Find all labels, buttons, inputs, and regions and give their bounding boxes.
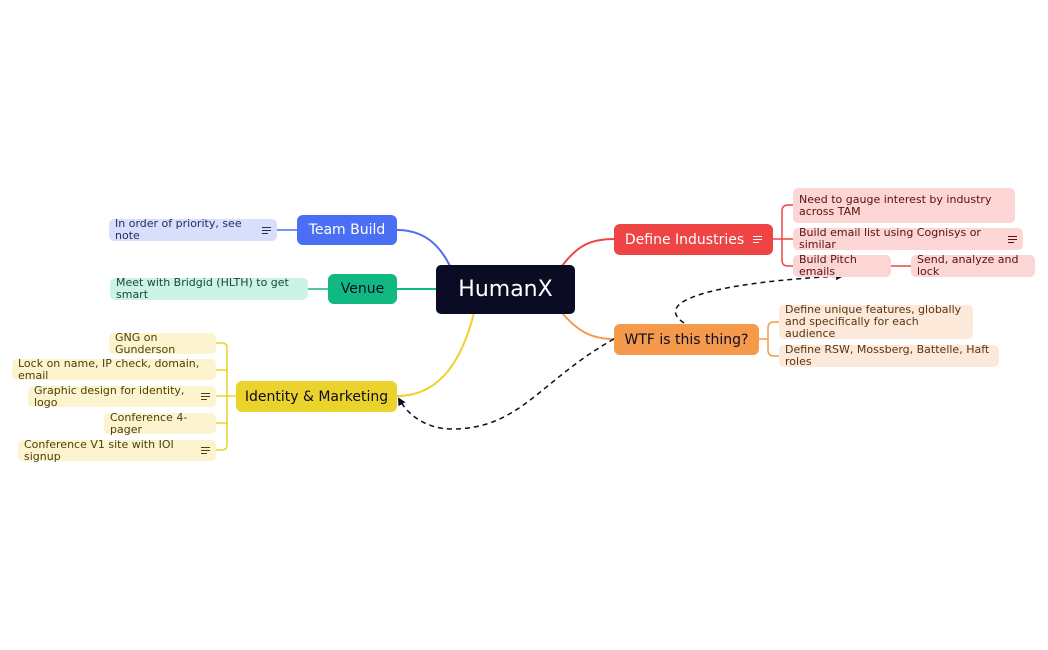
subtopic-build-email-list[interactable]: Build email list using Cognisys or simil… bbox=[793, 226, 1023, 251]
topic-venue-label: Venue bbox=[340, 281, 385, 297]
topic-wtf[interactable]: WTF is this thing? bbox=[614, 324, 759, 355]
subtopic-define-unique-features-label: Define unique features, globally and spe… bbox=[785, 303, 962, 340]
link-industries-leaves bbox=[773, 204, 911, 267]
subtopic-lock-on-name[interactable]: Lock on name, IP check, domain, email bbox=[12, 356, 216, 382]
note-icon[interactable] bbox=[201, 447, 210, 454]
subtopic-graphic-design-label: Graphic design for identity, logo bbox=[34, 383, 185, 409]
topic-identity-marketing-label: Identity & Marketing bbox=[244, 388, 389, 405]
subtopic-gauge-interest-label: Need to gauge interest by industry acros… bbox=[799, 192, 992, 218]
subtopic-conference-v1-site[interactable]: Conference V1 site with IOI signup bbox=[18, 437, 216, 463]
link-team-build bbox=[396, 229, 451, 267]
note-icon[interactable] bbox=[753, 236, 763, 243]
topic-identity-marketing[interactable]: Identity & Marketing bbox=[236, 381, 397, 412]
link-wtf bbox=[561, 312, 615, 340]
subtopic-build-pitch-emails[interactable]: Build Pitch emails bbox=[793, 253, 891, 278]
subtopic-lock-on-name-label: Lock on name, IP check, domain, email bbox=[18, 356, 200, 382]
subtopic-gauge-interest[interactable]: Need to gauge interest by industry acros… bbox=[793, 188, 1015, 223]
central-topic-label: HumanX bbox=[458, 277, 553, 302]
subtopic-gng-gunderson[interactable]: GNG on Gunderson bbox=[109, 330, 216, 356]
link-wtf-leaves bbox=[759, 321, 779, 357]
subtopic-priority-note[interactable]: In order of priority, see note bbox=[109, 217, 277, 242]
topic-venue[interactable]: Venue bbox=[328, 274, 397, 304]
subtopic-define-roles[interactable]: Define RSW, Mossberg, Battelle, Haft rol… bbox=[779, 343, 999, 368]
note-icon[interactable] bbox=[262, 226, 271, 234]
central-topic[interactable]: HumanX bbox=[436, 265, 575, 314]
link-identity bbox=[396, 312, 475, 397]
subtopic-conference-4-pager[interactable]: Conference 4-pager bbox=[104, 410, 216, 436]
topic-define-industries-label: Define Industries bbox=[624, 231, 745, 248]
subtopic-meet-bridgid-label: Meet with Bridgid (HLTH) to get smart bbox=[116, 276, 289, 301]
subtopic-send-analyze-lock[interactable]: Send, analyze and lock bbox=[911, 253, 1035, 278]
subtopic-build-email-list-label: Build email list using Cognisys or simil… bbox=[799, 226, 981, 251]
subtopic-define-unique-features[interactable]: Define unique features, globally and spe… bbox=[779, 303, 973, 340]
subtopic-priority-note-label: In order of priority, see note bbox=[115, 217, 242, 242]
subtopic-define-roles-label: Define RSW, Mossberg, Battelle, Haft rol… bbox=[785, 343, 990, 368]
link-define-industries bbox=[561, 238, 615, 267]
subtopic-meet-bridgid[interactable]: Meet with Bridgid (HLTH) to get smart bbox=[110, 276, 308, 301]
relationship-arrow-to-pitch bbox=[674, 272, 844, 324]
topic-define-industries[interactable]: Define Industries bbox=[614, 224, 773, 255]
link-identity-leaves bbox=[216, 342, 237, 451]
subtopic-graphic-design[interactable]: Graphic design for identity, logo bbox=[28, 383, 216, 409]
note-icon[interactable] bbox=[1008, 235, 1017, 243]
subtopic-gng-gunderson-label: GNG on Gunderson bbox=[115, 330, 176, 356]
subtopic-conference-4-pager-label: Conference 4-pager bbox=[110, 410, 188, 436]
relationship-arrow-to-identity bbox=[398, 338, 615, 430]
topic-team-build-label: Team Build bbox=[308, 222, 386, 238]
subtopic-conference-v1-site-label: Conference V1 site with IOI signup bbox=[24, 437, 174, 463]
topic-wtf-label: WTF is this thing? bbox=[624, 331, 749, 348]
subtopic-build-pitch-emails-label: Build Pitch emails bbox=[799, 253, 857, 278]
note-icon[interactable] bbox=[201, 393, 210, 400]
subtopic-send-analyze-lock-label: Send, analyze and lock bbox=[917, 253, 1019, 278]
topic-team-build[interactable]: Team Build bbox=[297, 215, 397, 245]
